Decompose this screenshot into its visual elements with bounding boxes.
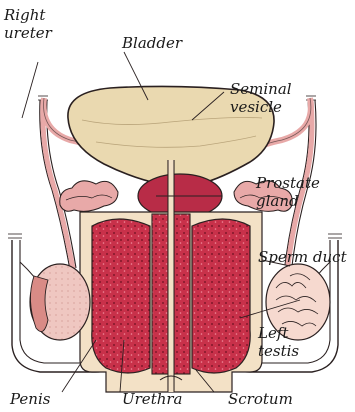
scrotum-label: Scrotum <box>228 390 293 408</box>
seminal-vesicle-right <box>60 181 118 212</box>
urethra-label: Urethra <box>122 390 183 408</box>
urethra-text: Urethra <box>122 390 183 408</box>
seminal-vesicle-line1: Seminal <box>230 80 292 98</box>
sperm-duct-label: Sperm duct <box>258 248 347 266</box>
right-ureter-line1: Right <box>4 6 52 24</box>
prostate-line2: gland <box>256 192 320 210</box>
right-ureter-label: Right ureter <box>4 6 52 42</box>
left-testis-line1: Left <box>258 324 299 342</box>
left-testis-label: Left testis <box>258 324 299 360</box>
prostate-gland-label: Prostate gland <box>256 174 320 210</box>
bladder-text: Bladder <box>122 34 182 52</box>
sperm-duct-text: Sperm duct <box>258 248 347 266</box>
right-ureter-line2: ureter <box>4 24 52 42</box>
left-testis-line2: testis <box>258 342 299 360</box>
corpus-left <box>192 219 250 373</box>
seminal-vesicle-label: Seminal vesicle <box>230 80 292 116</box>
seminal-vesicle-line2: vesicle <box>230 98 292 116</box>
bladder-label: Bladder <box>122 34 182 52</box>
prostate-line1: Prostate <box>256 174 320 192</box>
scrotum-text: Scrotum <box>228 390 293 408</box>
penis-text: Penis <box>10 390 50 408</box>
penis-label: Penis <box>10 390 50 408</box>
corpus-right <box>92 219 150 373</box>
